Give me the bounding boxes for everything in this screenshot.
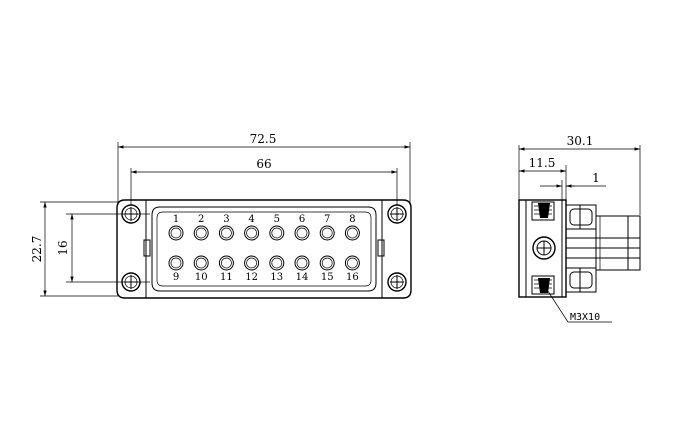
pin-outer-ring: [319, 255, 335, 271]
dim-overall-height-label: 22.7: [30, 236, 44, 263]
dim-flange-label: 1: [592, 171, 600, 185]
pin-contact: 3: [218, 214, 234, 241]
pin-inner-ring: [271, 227, 283, 239]
pin-inner-ring: [170, 227, 182, 239]
pin-contact: 12: [244, 255, 260, 283]
pin-contact: 16: [344, 255, 360, 283]
dim-depth-label: 30.1: [567, 134, 594, 148]
pin-outer-ring: [319, 225, 335, 241]
pin-number-label: 5: [274, 214, 280, 225]
pin-number-label: 8: [349, 214, 355, 225]
dim-mount-spacing-label: 66: [256, 157, 271, 171]
pin-contact: 1: [168, 214, 184, 241]
pin-outer-ring: [168, 225, 184, 241]
side-body: [518, 199, 641, 298]
pin-inner-ring: [221, 257, 232, 269]
pin-number-label: 10: [195, 272, 208, 283]
mounting-screw-top-right: [387, 204, 407, 224]
pin-contact: 5: [269, 214, 285, 241]
pin-contact: 11: [218, 255, 234, 283]
pin-row-top: 1 2 3 4 5 6 7 8: [168, 214, 360, 241]
side-view: 30.1 11.5 1: [518, 134, 641, 323]
pin-outer-ring: [269, 225, 285, 241]
pin-row-bottom: 9 10 11 12 13 14 15 16: [168, 255, 360, 283]
pin-number-label: 3: [223, 214, 229, 225]
pin-outer-ring: [294, 225, 310, 241]
mounting-screw-bottom-right: [387, 272, 407, 292]
pin-inner-ring: [347, 257, 358, 269]
pin-outer-ring: [218, 255, 234, 271]
pin-contact: 14: [294, 255, 310, 283]
dimension-overall-width: 72.5: [117, 132, 411, 205]
pin-number-label: 11: [220, 272, 233, 283]
pin-number-label: 1: [173, 214, 179, 225]
pin-number-label: 14: [296, 272, 309, 283]
pin-number-label: 2: [198, 214, 204, 225]
pin-inner-ring: [246, 227, 257, 239]
pin-inner-ring: [296, 257, 308, 269]
pin-inner-ring: [221, 227, 232, 239]
mounting-screw-top-left: [121, 204, 141, 224]
pin-outer-ring: [269, 255, 285, 271]
pin-number-label: 9: [173, 272, 179, 283]
dimension-mount-spacing: 66: [130, 157, 398, 205]
dim-pin-rows-label: 16: [56, 240, 70, 255]
pin-inner-ring: [195, 227, 207, 239]
pin-number-label: 16: [346, 272, 359, 283]
pin-contact: 10: [193, 255, 209, 283]
pin-outer-ring: [244, 255, 260, 271]
pin-inner-ring: [246, 257, 257, 269]
pin-number-label: 12: [245, 272, 258, 283]
pin-outer-ring: [193, 225, 209, 241]
pin-outer-ring: [193, 255, 209, 271]
front-view: 72.5 66 22.7 16: [30, 132, 412, 299]
screw-callout: M3X10: [543, 284, 612, 323]
pin-inner-ring: [347, 227, 358, 239]
pin-inner-ring: [271, 257, 283, 269]
dim-overall-width-label: 72.5: [250, 132, 277, 146]
pin-outer-ring: [294, 255, 310, 271]
pin-outer-ring: [344, 255, 360, 271]
pin-inner-ring: [296, 227, 308, 239]
pin-contact: 9: [168, 255, 184, 283]
pin-inner-ring: [321, 257, 333, 269]
dimension-overall-height: 22.7: [30, 201, 118, 297]
dimension-pin-rows: 16: [56, 213, 150, 283]
pin-inner-ring: [170, 257, 182, 269]
pin-contact: 7: [319, 214, 335, 241]
pin-number-label: 4: [248, 214, 254, 225]
connector-housing: [116, 199, 412, 299]
pin-number-label: 15: [321, 272, 334, 283]
pin-outer-ring: [218, 225, 234, 241]
pin-inner-ring: [195, 257, 207, 269]
pin-number-label: 13: [270, 272, 283, 283]
pin-contact: 4: [244, 214, 260, 241]
dimension-offset: 11.5: [519, 156, 567, 205]
screw-label: M3X10: [570, 312, 600, 323]
pin-contact: 2: [193, 214, 209, 241]
pin-contact: 6: [294, 214, 310, 241]
pin-number-label: 7: [324, 214, 330, 225]
dim-offset-label: 11.5: [529, 156, 556, 170]
pin-contact: 15: [319, 255, 335, 283]
pin-outer-ring: [344, 225, 360, 241]
mounting-screw-bottom-left: [121, 272, 141, 292]
dimension-depth: 30.1: [518, 134, 641, 215]
pin-number-label: 6: [299, 214, 305, 225]
pin-outer-ring: [168, 255, 184, 271]
pin-contact: 13: [269, 255, 285, 283]
pin-contact: 8: [344, 214, 360, 241]
pin-outer-ring: [244, 225, 260, 241]
pin-inner-ring: [321, 227, 333, 239]
